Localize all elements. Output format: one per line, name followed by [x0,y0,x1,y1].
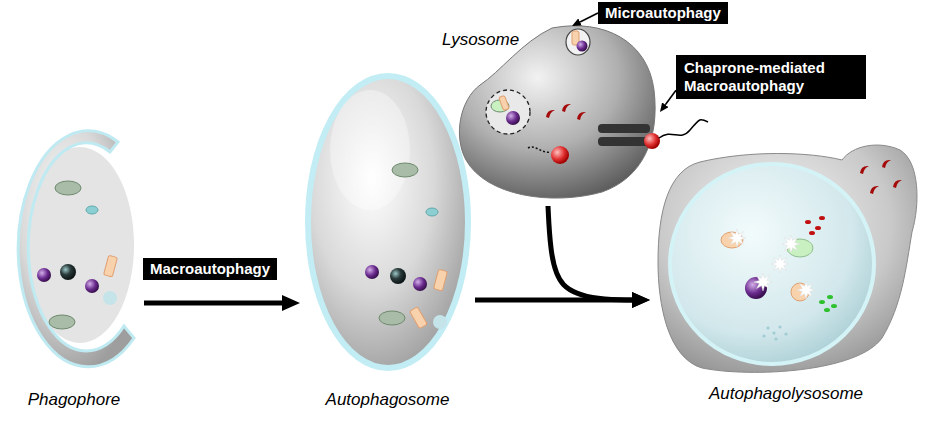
autophagolysosome-drawing [774,337,777,340]
autophagolysosome-drawing [766,326,769,329]
lysosome-drawing [459,26,655,198]
lysosome-drawing [546,110,555,118]
autophagolysosome-drawing [860,166,869,174]
lysosome-drawing [528,147,550,152]
process-label: Chaprone-mediated Macroautophagy [676,55,866,99]
autophagolysosome-drawing [658,145,917,372]
phagophore-drawing [86,206,98,214]
autophagolysosome-drawing [819,216,825,220]
lysosome-drawing [486,90,530,134]
arrow-connector [580,13,598,22]
phagophore-drawing [103,291,117,305]
phagophore-drawing [55,181,81,195]
phagophore-drawing [37,268,51,282]
autophagolysosome-drawing [778,325,781,328]
autophagolysosome-drawing [819,300,825,304]
autophagolysosome-drawing [827,295,833,299]
lysosome-drawing [598,137,650,146]
lysosome-drawing [459,26,708,198]
autophagolysosome-drawing [771,255,789,273]
lysosome-drawing [562,104,571,112]
phagophore-drawing [60,264,76,280]
autophagosome-drawing [308,76,468,368]
autophagosome-drawing [308,76,468,368]
autophagosome-figure: Autophagosome [300,70,475,412]
autophagolysosome-drawing [882,160,891,168]
phagophore-figure: Phagophore [4,120,144,412]
autophagolysosome-drawing [658,145,917,372]
autophagolysosome-drawing [784,332,787,335]
autophagosome-drawing [426,208,438,216]
phagophore-drawing [18,131,134,367]
phagophore-drawing [85,279,99,293]
process-label: Macroautophagy [143,258,277,280]
lysosome-drawing [506,111,520,125]
autophagosome-drawing [390,268,406,284]
autophagolysosome-drawing [870,186,879,194]
autophagolysosome-drawing [670,164,874,364]
autophagolysosome-drawing [754,273,772,291]
autophagosome-drawing [434,269,448,291]
lysosome-drawing [566,29,590,55]
autophagolysosome-drawing [762,334,765,337]
figure-label: Lysosome [442,30,519,50]
phagophore-drawing [49,315,75,329]
process-label-text: Macroautophagy [150,260,270,278]
autophagosome-drawing [330,90,410,210]
lysosome-drawing [577,112,586,120]
autophagolysosome-drawing [772,331,775,334]
process-label: Microautophagy [598,2,728,24]
phagophore-drawing [104,255,118,277]
lysosome-drawing [577,41,588,52]
autophagolysosome-drawing [782,235,800,253]
process-label-text: Chaprone-mediated Macroautophagy [684,59,858,95]
autophagolysosome-drawing [824,308,830,312]
lysosome-drawing [499,95,509,110]
autophagolysosome-drawing [797,281,815,299]
arrow-connector [548,206,632,300]
lysosome-drawing [659,120,708,138]
arrow-connector [144,301,282,306]
autophagosome-drawing [392,163,418,177]
figure-label: Autophagolysosome [709,384,863,404]
autophagosome-drawing [413,277,427,291]
lysosome-drawing [644,133,660,149]
autophagolysosome-drawing [728,229,746,247]
lysosome-figure: Lysosome [440,26,660,206]
autophagosome-drawing [379,311,405,325]
autophagosome-drawing [433,315,447,329]
figure-label: Autophagosome [326,390,450,410]
autophagolysosome-drawing [809,231,815,235]
lysosome-drawing [551,146,569,164]
lysosome-drawing [598,124,650,133]
autophagosome-drawing [365,265,379,279]
autophagolysosome-drawing [893,180,902,188]
autophagolysosome-drawing [805,220,811,224]
autophagolysosome-drawing [815,226,821,230]
autophagolysosome-drawing [831,304,837,308]
arrow-connector [665,90,676,105]
process-label-text: Microautophagy [605,4,721,22]
autophagolysosome-figure: Autophagolysosome [650,140,922,406]
figure-label: Phagophore [28,390,121,410]
autophagosome-drawing [410,307,428,329]
phagophore-drawing [18,131,134,367]
